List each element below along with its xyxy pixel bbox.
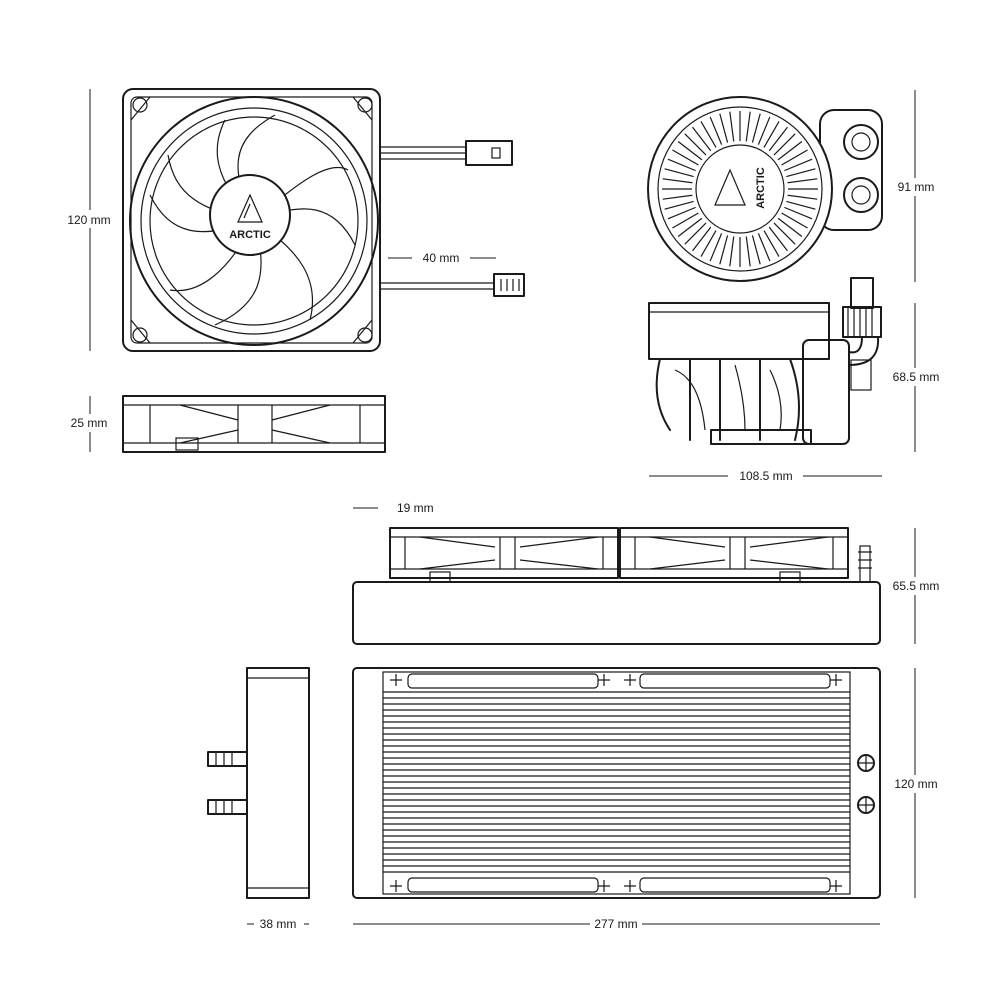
pump-fin [745, 111, 751, 142]
pump-fin [773, 222, 796, 245]
radiator-length-label: 277 mm [594, 917, 637, 931]
dim-pump-width: 108.5 mm [649, 469, 882, 483]
pump-fin [684, 222, 707, 245]
dim-radiator-stack-height: 65.5 mm [882, 528, 948, 644]
pump-fin [662, 194, 693, 200]
fan-cable-label: 40 mm [423, 251, 460, 265]
pump-radial-fins [662, 111, 818, 267]
pump-logo: ARCTIC [755, 167, 767, 209]
pump-fin [700, 121, 717, 148]
pump-fin [692, 126, 712, 152]
pump-fin [777, 141, 803, 161]
pump-fin [781, 212, 808, 229]
radiator-side-view [352, 527, 881, 645]
fan-front-view: ARCTIC [122, 88, 525, 352]
fan-hub-logo: ARCTIC [229, 229, 271, 241]
dim-fan-thickness: 25 mm [62, 396, 118, 452]
pump-fin [667, 158, 696, 172]
pump-fin [684, 133, 707, 156]
pump-fin [719, 235, 729, 265]
pump-fin [773, 133, 796, 156]
radiator-edge-view [207, 667, 310, 899]
fan-offset-label: 19 mm [397, 501, 434, 515]
pump-fin [784, 158, 813, 172]
pump-fin [672, 149, 699, 166]
dim-fan-offset: 19 mm [353, 501, 434, 515]
pump-fin [784, 206, 813, 220]
pump-fin [751, 113, 761, 143]
radiator-height-label: 120 mm [894, 777, 937, 791]
pump-fin [677, 141, 703, 161]
pump-fin [777, 217, 803, 237]
radiator-fins [383, 691, 850, 873]
pump-fin [692, 226, 712, 252]
pump-fin [763, 121, 780, 148]
dim-fan-height: 120 mm [58, 89, 118, 351]
pump-height-label: 68.5 mm [893, 370, 940, 384]
pump-fin [781, 149, 808, 166]
pump-fin [787, 194, 818, 200]
pump-fin [786, 200, 816, 210]
pump-fin [757, 116, 771, 145]
pump-diameter-label: 91 mm [898, 180, 935, 194]
pump-width-label: 108.5 mm [739, 469, 792, 483]
pump-fin [667, 206, 696, 220]
pump-fin [664, 168, 694, 178]
dim-pump-diameter: 91 mm [888, 90, 944, 282]
pump-fin [662, 178, 693, 184]
pump-fin [719, 113, 729, 143]
radiator-screw-marks [390, 674, 842, 892]
fan-height-label: 120 mm [67, 213, 110, 227]
pump-fin [677, 217, 703, 237]
dim-radiator-thickness: 38 mm [247, 917, 309, 931]
pump-fin [745, 236, 751, 267]
pump-fin [751, 235, 761, 265]
fan-side-view [122, 395, 386, 453]
pump-side-view [648, 277, 882, 445]
pump-fin [729, 111, 735, 142]
pump-fin [763, 230, 780, 257]
dim-radiator-length: 277 mm [353, 917, 880, 931]
pump-fin [709, 116, 723, 145]
pump-fin [664, 200, 694, 210]
radiator-thickness-label: 38 mm [260, 917, 297, 931]
pump-fin [700, 230, 717, 257]
radiator-stack-height-label: 65.5 mm [893, 579, 940, 593]
pump-fin [787, 178, 818, 184]
dim-radiator-height: 120 mm [888, 668, 948, 898]
dim-pump-height: 68.5 mm [882, 303, 948, 452]
pump-top-view: ARCTIC [647, 96, 883, 282]
radiator-front-view [352, 667, 881, 899]
pump-fin [672, 212, 699, 229]
dim-fan-cable: 40 mm [388, 251, 496, 265]
pump-fin [768, 226, 788, 252]
pump-fin [786, 168, 816, 178]
pump-fin [729, 236, 735, 267]
pump-fin [757, 233, 771, 262]
pump-fin [709, 233, 723, 262]
pump-fin [768, 126, 788, 152]
fan-thickness-label: 25 mm [71, 416, 108, 430]
